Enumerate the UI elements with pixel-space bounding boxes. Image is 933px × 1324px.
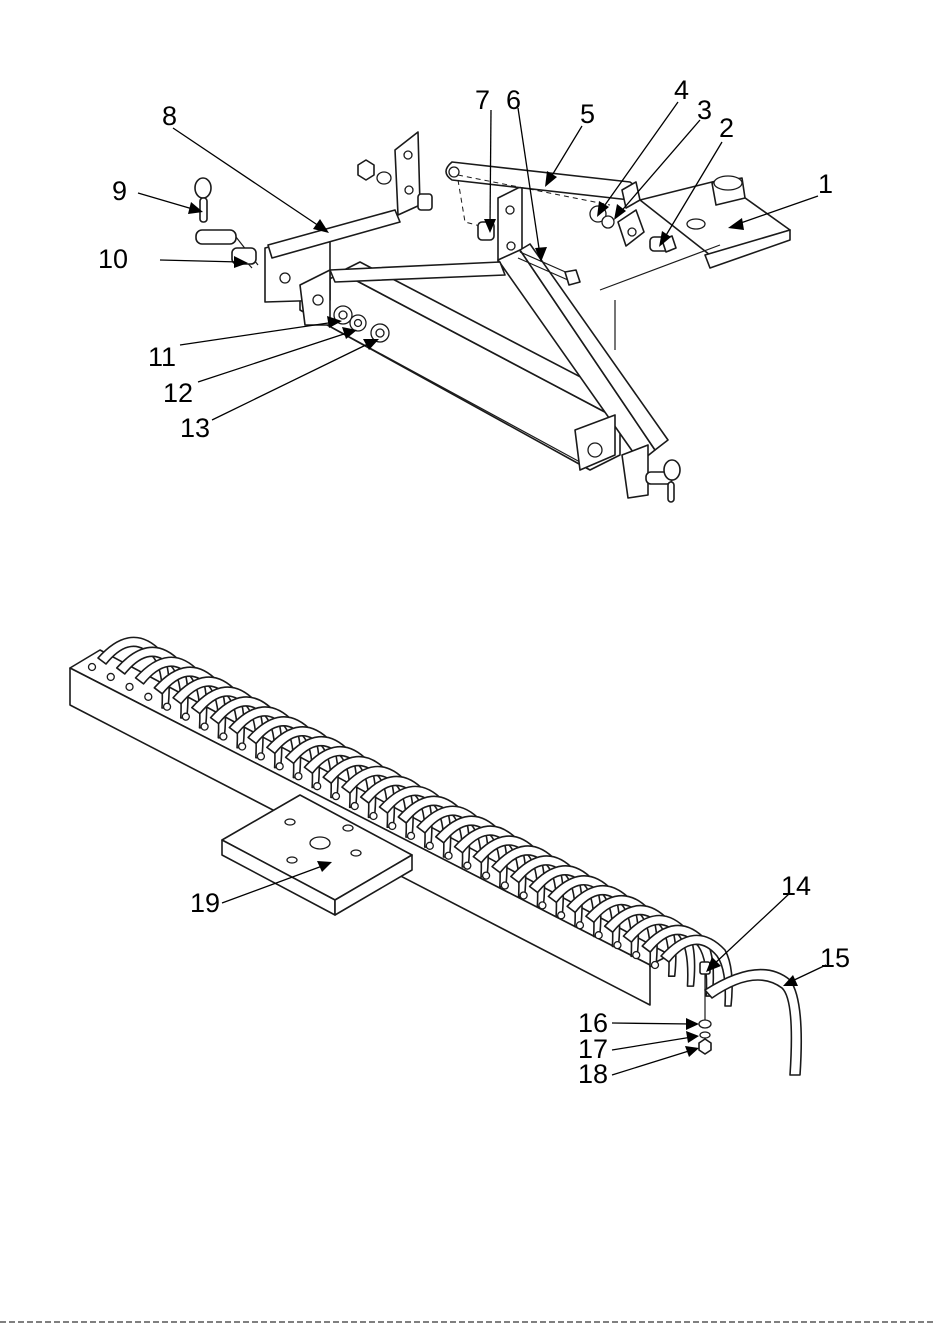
tine-bolt [257,753,264,760]
callout-19: 19 [190,888,220,918]
callout-1: 1 [818,169,833,199]
callout-7: 7 [475,85,490,115]
callout-18: 18 [578,1059,608,1089]
part-17-lock-washer [700,1032,710,1038]
callout-5: 5 [580,99,595,129]
callout-14: 14 [781,871,811,901]
tine-bolt [576,922,583,929]
part-8-brace [268,132,432,258]
callout-15: 15 [820,943,850,973]
leader-5 [548,126,582,182]
tine-bolt [520,892,527,899]
tine-bolt [633,952,640,959]
nut-washer-set-upper [358,160,391,184]
leader-7 [490,110,491,225]
tine-bolt [408,832,415,839]
tine-bolt [164,703,171,710]
tine-bolt [558,912,565,919]
leader-10 [160,260,240,262]
leader-17 [612,1037,692,1050]
leader-13 [212,342,372,420]
part-12-washer [350,315,366,331]
tine-bolt [239,743,246,750]
tine-bolt [595,932,602,939]
callout-10: 10 [98,244,128,274]
callout-13: 13 [180,413,210,443]
tine-bolt [332,793,339,800]
tine-bolt [614,942,621,949]
tine-bolt [501,882,508,889]
tine-bolt [201,723,208,730]
callout-9: 9 [112,176,127,206]
tine-bolt [445,852,452,859]
callout-6: 6 [506,85,521,115]
tine-bolt [539,902,546,909]
callout-11: 11 [148,342,176,372]
leader-9 [138,193,196,210]
tine-bolt [351,803,358,810]
tine-bolt [295,773,302,780]
tine-bolt [370,813,377,820]
callout-12: 12 [163,378,193,408]
tine-bolt [89,664,96,671]
callout-4: 4 [674,75,689,105]
tine-bolt [389,822,396,829]
tine-bolt [126,683,133,690]
callout-2: 2 [719,113,734,143]
leader-14 [712,893,790,966]
part-16-washer [699,1020,711,1028]
leader-11 [180,322,335,345]
tine-bolt [276,763,283,770]
tine-bolt [652,962,659,969]
part-18-nut [699,1039,711,1054]
tine-bolt [145,693,152,700]
tine-bolt [483,872,490,879]
tine-bolt [107,673,114,680]
tine-bolt [426,842,433,849]
leader-16 [612,1023,692,1024]
tine-bolt [464,862,471,869]
tine-bolt [182,713,189,720]
part-9-lynch-pin [195,178,211,222]
rake-assembly [70,637,801,1075]
leader-18 [612,1050,692,1075]
callout-8: 8 [162,101,177,131]
tine-bolt [314,783,321,790]
tine-bolt [220,733,227,740]
callout-3: 3 [697,95,712,125]
hitch-frame-assembly [195,132,790,502]
